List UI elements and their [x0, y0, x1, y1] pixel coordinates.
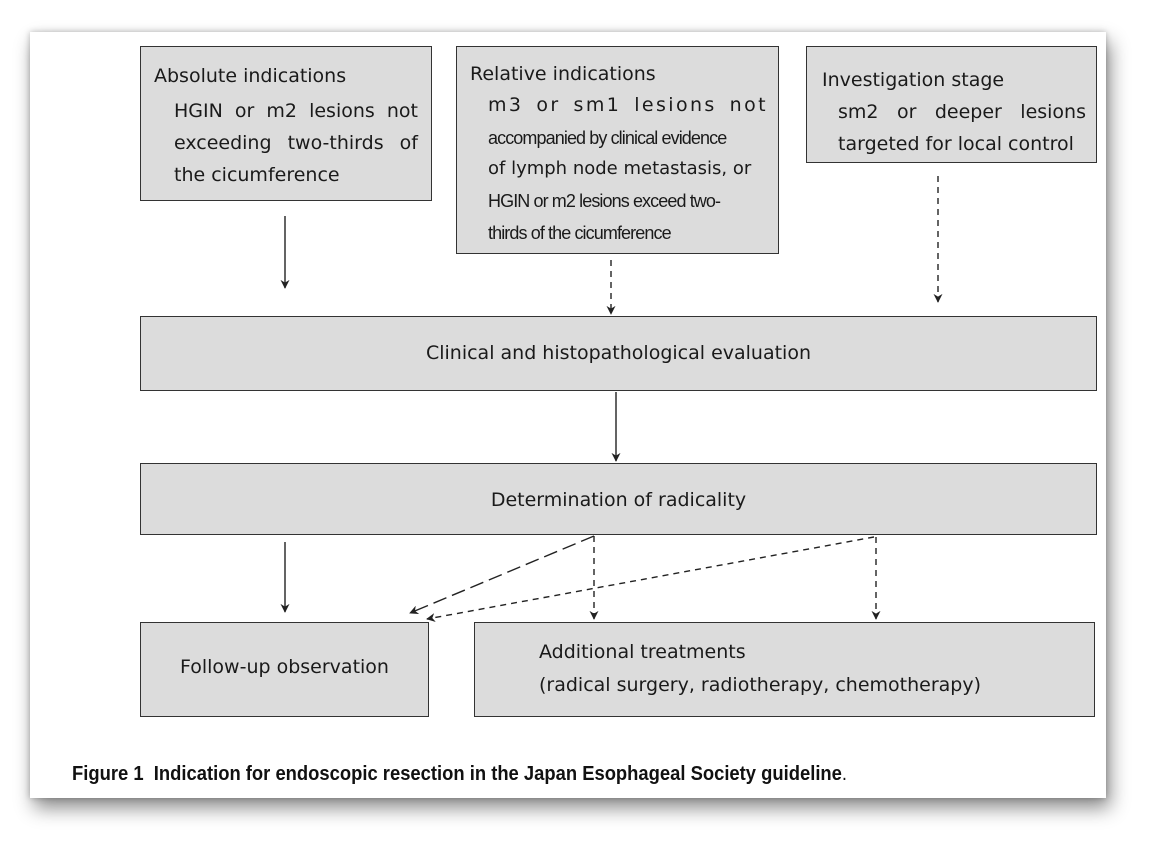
additional-treatments-detail: (radical surgery, radiotherapy, chemothe… — [539, 674, 982, 696]
arrow-radicality-right-to-followup — [426, 536, 875, 622]
evaluation-box: Clinical and histopathological evaluatio… — [140, 316, 1097, 391]
caption-period: . — [841, 763, 848, 785]
absolute-indications-title: Absolute indications — [154, 65, 347, 87]
investigation-stage-title: Investigation stage — [822, 69, 1005, 91]
absolute-indications-line-3: the cicumference — [174, 164, 340, 186]
absolute-indications-box: Absolute indications HGIN or m2 lesions … — [140, 46, 432, 201]
additional-treatments-box: Additional treatments (radical surgery, … — [474, 622, 1095, 717]
radicality-label: Determination of radicality — [490, 489, 747, 511]
caption-text: Indication for endoscopic resection in t… — [153, 763, 842, 785]
arrow-radicality-center-to-followup — [409, 535, 595, 615]
investigation-stage-line-2: targeted for local control — [838, 133, 1074, 155]
relative-indications-line-4: HGIN or m2 lesions exceed two- — [488, 191, 721, 211]
additional-treatments-title: Additional treatments — [539, 641, 746, 663]
caption-label: Figure 1 — [72, 763, 144, 785]
figure-caption: Figure 1 Indication for endoscopic resec… — [72, 763, 847, 786]
relative-indications-box: Relative indications m3 or sm1 lesions n… — [456, 46, 779, 254]
relative-indications-title: Relative indications — [470, 63, 656, 85]
evaluation-label: Clinical and histopathological evaluatio… — [425, 342, 812, 364]
relative-indications-line-2: accompanied by clinical evidence — [488, 128, 727, 148]
investigation-stage-line-1: sm2 or deeper lesions — [838, 101, 1086, 123]
follow-up-box: Follow-up observation — [140, 622, 429, 717]
absolute-indications-line-2: exceeding two-thirds of — [174, 132, 418, 154]
relative-indications-line-1: m3 or sm1 lesions not — [488, 94, 768, 116]
absolute-indications-line-1: HGIN or m2 lesions not — [174, 100, 418, 122]
investigation-stage-box: Investigation stage sm2 or deeper lesion… — [806, 46, 1097, 163]
follow-up-label: Follow-up observation — [180, 656, 389, 678]
radicality-box: Determination of radicality — [140, 463, 1097, 535]
relative-indications-line-5: thirds of the cicumference — [488, 223, 672, 243]
relative-indications-line-3: of lymph node metastasis, or — [488, 158, 752, 179]
